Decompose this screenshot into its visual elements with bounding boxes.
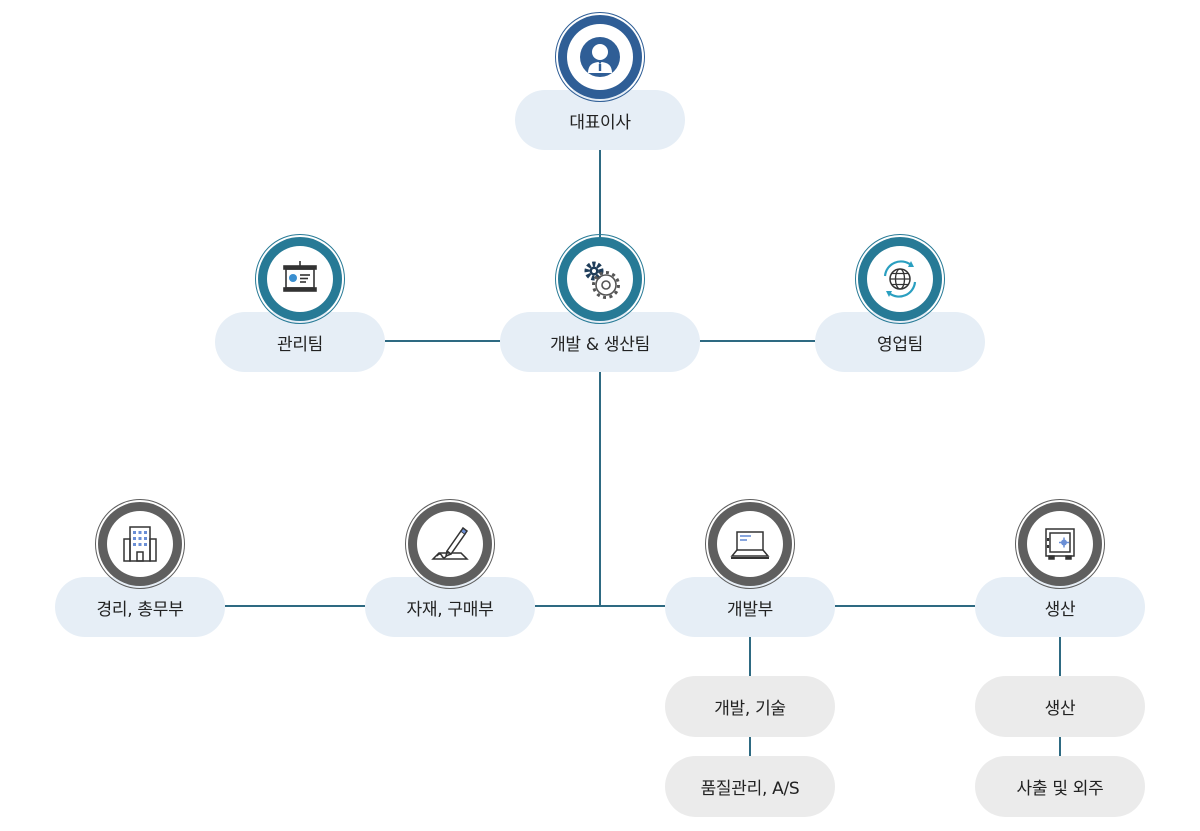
node-management-label: 관리팀: [276, 334, 324, 355]
pen-signature-icon: [405, 499, 495, 589]
gears-icon: [555, 234, 645, 324]
safe-icon: [1015, 499, 1105, 589]
node-development: 개발부: [665, 577, 835, 637]
globe-refresh-icon: [855, 234, 945, 324]
sub-item-injection-outsourcing: 사출 및 외주: [975, 756, 1145, 817]
node-production-label: 생산: [1044, 599, 1076, 620]
sub-item-production: 생산: [975, 676, 1145, 737]
node-management: 관리팀: [215, 312, 385, 372]
sub-item-label: 사출 및 외주: [1016, 779, 1104, 799]
sub-item-dev-tech: 개발, 기술: [665, 676, 835, 737]
person-info-icon: [555, 12, 645, 102]
presentation-board-icon: [255, 234, 345, 324]
node-development-label: 개발부: [726, 599, 774, 620]
sub-item-label: 개발, 기술: [714, 699, 786, 719]
building-icon: [95, 499, 185, 589]
node-ceo-label: 대표이사: [569, 112, 631, 133]
sub-item-quality-as: 품질관리, A/S: [665, 756, 835, 817]
sub-item-label: 품질관리, A/S: [700, 779, 800, 799]
node-sales-label: 영업팀: [876, 334, 924, 355]
node-accounting-label: 경리, 총무부: [96, 599, 184, 620]
laptop-icon: [705, 499, 795, 589]
node-dev-production-label: 개발 & 생산팀: [550, 334, 650, 355]
node-materials-label: 자재, 구매부: [406, 599, 494, 620]
sub-item-label: 생산: [1044, 699, 1076, 719]
